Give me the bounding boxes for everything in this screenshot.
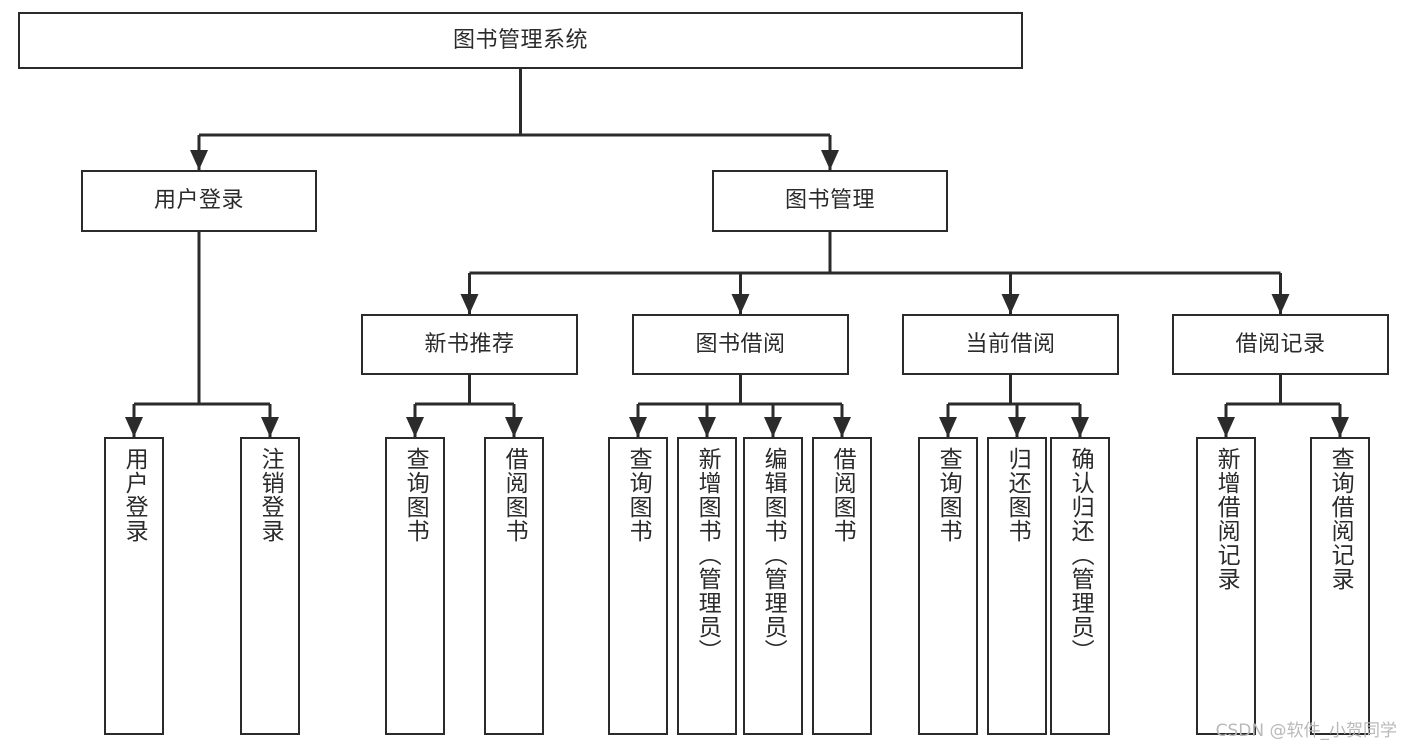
node-label: 确认归还（管理员）	[1067, 447, 1094, 663]
node-label: 新增图书（管理员）	[694, 447, 721, 663]
node-leaf-edit-book-admin[interactable]: 编辑图书（管理员）	[743, 437, 803, 735]
node-label: 用户登录	[153, 188, 244, 214]
node-root[interactable]: 图书管理系统	[18, 12, 1023, 69]
node-new-book-recommend[interactable]: 新书推荐	[361, 314, 578, 375]
node-leaf-query-book-rec[interactable]: 查询图书	[385, 437, 445, 735]
node-leaf-borrow-book-rec[interactable]: 借阅图书	[484, 437, 544, 735]
node-label: 查询图书	[935, 447, 962, 543]
node-label: 查询图书	[625, 447, 652, 543]
node-label: 图书借阅	[695, 331, 786, 357]
node-label: 借阅图书	[829, 447, 856, 543]
node-user-login[interactable]: 用户登录	[81, 170, 317, 232]
node-label: 查询图书	[402, 447, 429, 543]
node-label: 图书管理系统	[452, 27, 588, 53]
node-borrow-record[interactable]: 借阅记录	[1172, 314, 1389, 375]
csdn-watermark: CSDN @软件_小贺同学	[1215, 721, 1397, 741]
node-leaf-query-book-current[interactable]: 查询图书	[918, 437, 978, 735]
node-leaf-return-book[interactable]: 归还图书	[987, 437, 1047, 735]
node-book-borrow[interactable]: 图书借阅	[632, 314, 849, 375]
node-leaf-user-login[interactable]: 用户登录	[104, 437, 164, 735]
node-label: 图书管理	[784, 188, 875, 214]
node-leaf-logout[interactable]: 注销登录	[240, 437, 300, 735]
node-label: 借阅图书	[501, 447, 528, 543]
node-label: 用户登录	[121, 447, 148, 543]
node-label: 归还图书	[1004, 447, 1031, 543]
node-current-borrow[interactable]: 当前借阅	[902, 314, 1119, 375]
node-label: 查询借阅记录	[1327, 447, 1354, 591]
node-label: 注销登录	[257, 447, 284, 543]
node-leaf-query-borrow-record[interactable]: 查询借阅记录	[1310, 437, 1370, 735]
node-leaf-add-book-admin[interactable]: 新增图书（管理员）	[677, 437, 737, 735]
node-leaf-add-borrow-record[interactable]: 新增借阅记录	[1196, 437, 1256, 735]
node-book-manage[interactable]: 图书管理	[712, 170, 948, 232]
node-label: 当前借阅	[965, 331, 1056, 357]
node-leaf-query-book-borrow[interactable]: 查询图书	[608, 437, 668, 735]
node-label: 借阅记录	[1235, 331, 1326, 357]
node-label: 新增借阅记录	[1213, 447, 1240, 591]
node-leaf-borrow-book[interactable]: 借阅图书	[812, 437, 872, 735]
node-label: 编辑图书（管理员）	[760, 447, 787, 663]
node-label: 新书推荐	[424, 331, 515, 357]
node-leaf-confirm-return-admin[interactable]: 确认归还（管理员）	[1050, 437, 1110, 735]
